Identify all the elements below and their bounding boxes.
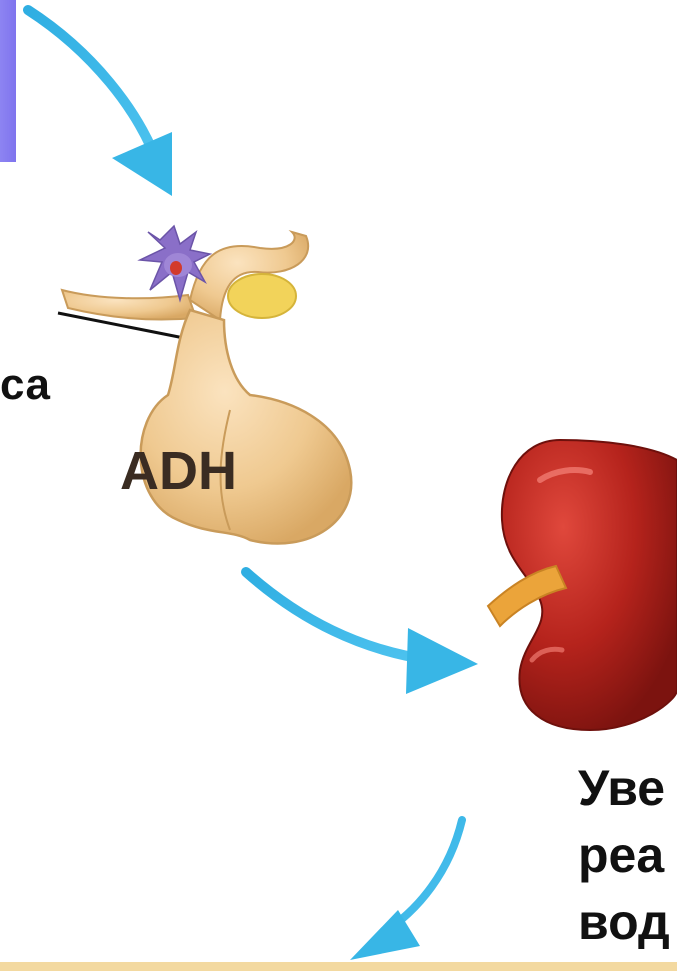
kidney-caption: Уве реа вод bbox=[578, 755, 670, 956]
bottom-edge-strip bbox=[0, 962, 677, 971]
arrow-bottom bbox=[350, 820, 462, 960]
hormone-label: ADH bbox=[120, 440, 237, 502]
arrow-top bbox=[28, 10, 172, 196]
partial-label-left: ca bbox=[0, 360, 51, 410]
kidney-caption-line: вод bbox=[578, 889, 670, 956]
kidney-caption-line: реа bbox=[578, 822, 670, 889]
arrow-middle bbox=[246, 572, 478, 694]
kidney-caption-line: Уве bbox=[578, 755, 670, 822]
